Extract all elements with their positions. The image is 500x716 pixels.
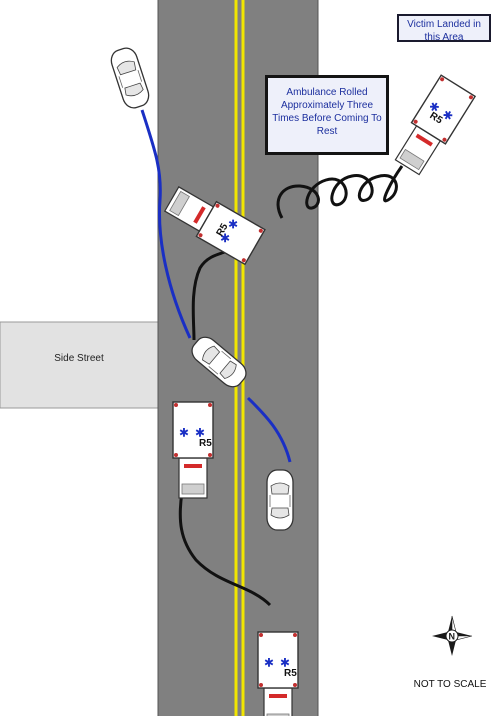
ambulance-swerve: R5	[161, 180, 266, 266]
ambulance-mid: R5	[172, 401, 214, 499]
ambulance-start-label: R5	[284, 668, 297, 679]
compass-icon: N	[432, 615, 473, 656]
ambulance-rolled-label: Ambulance Rolled Approximately Three Tim…	[265, 75, 389, 155]
first-car-initial	[107, 44, 153, 112]
oncoming-car-path	[246, 396, 292, 463]
car-travel-path	[140, 109, 192, 339]
ambulance-mid-label: R5	[199, 438, 212, 449]
victim-landing-label: Victim Landed in this Area	[397, 14, 491, 43]
ambulance-swerve-path	[191, 250, 226, 341]
not-to-scale-label: NOT TO SCALE	[413, 679, 487, 690]
oncoming-car	[266, 469, 294, 531]
compass-north-letter: N	[449, 632, 456, 642]
ambulance-rest: R5	[389, 74, 476, 179]
ambulance-roll-marks	[276, 165, 404, 219]
ambulance-start: R5	[257, 631, 299, 716]
side-street	[0, 321, 159, 409]
ambulance-travel-path	[178, 491, 272, 607]
side-street-label: Side Street	[54, 353, 104, 364]
